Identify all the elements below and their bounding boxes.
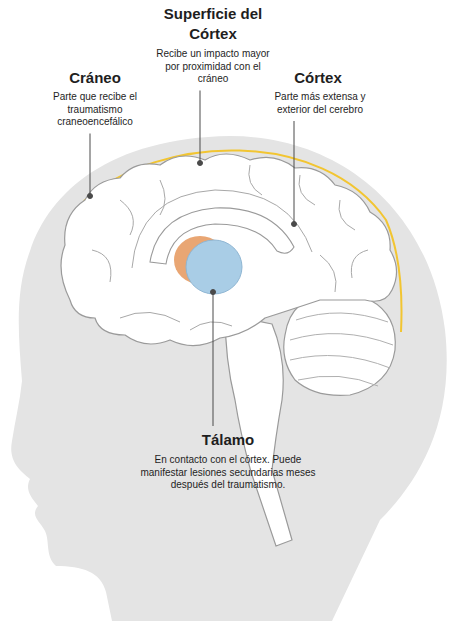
head-silhouette [11,136,447,621]
leader-lines [88,91,297,427]
label-description: Recibe un impacto mayor por proximidad c… [151,48,275,86]
gyri [92,165,368,330]
label-heading: Córtex [258,68,378,88]
label-description: Parte que recibe el traumatismo craneoen… [36,91,154,129]
label-description: En contacto con el córtex. Puede manifes… [130,454,326,492]
label-description: Parte más extensa y exterior del cerebro [260,91,380,116]
label-heading: Cráneo [35,68,155,88]
label-heading: Superficie del Córtex [152,4,274,44]
brainstem [225,312,292,546]
label-heading: Tálamo [148,430,308,450]
cerebrum [61,154,397,346]
thalamus [186,240,242,294]
cerebellum [284,296,396,395]
cerebellum-folia [290,313,393,386]
